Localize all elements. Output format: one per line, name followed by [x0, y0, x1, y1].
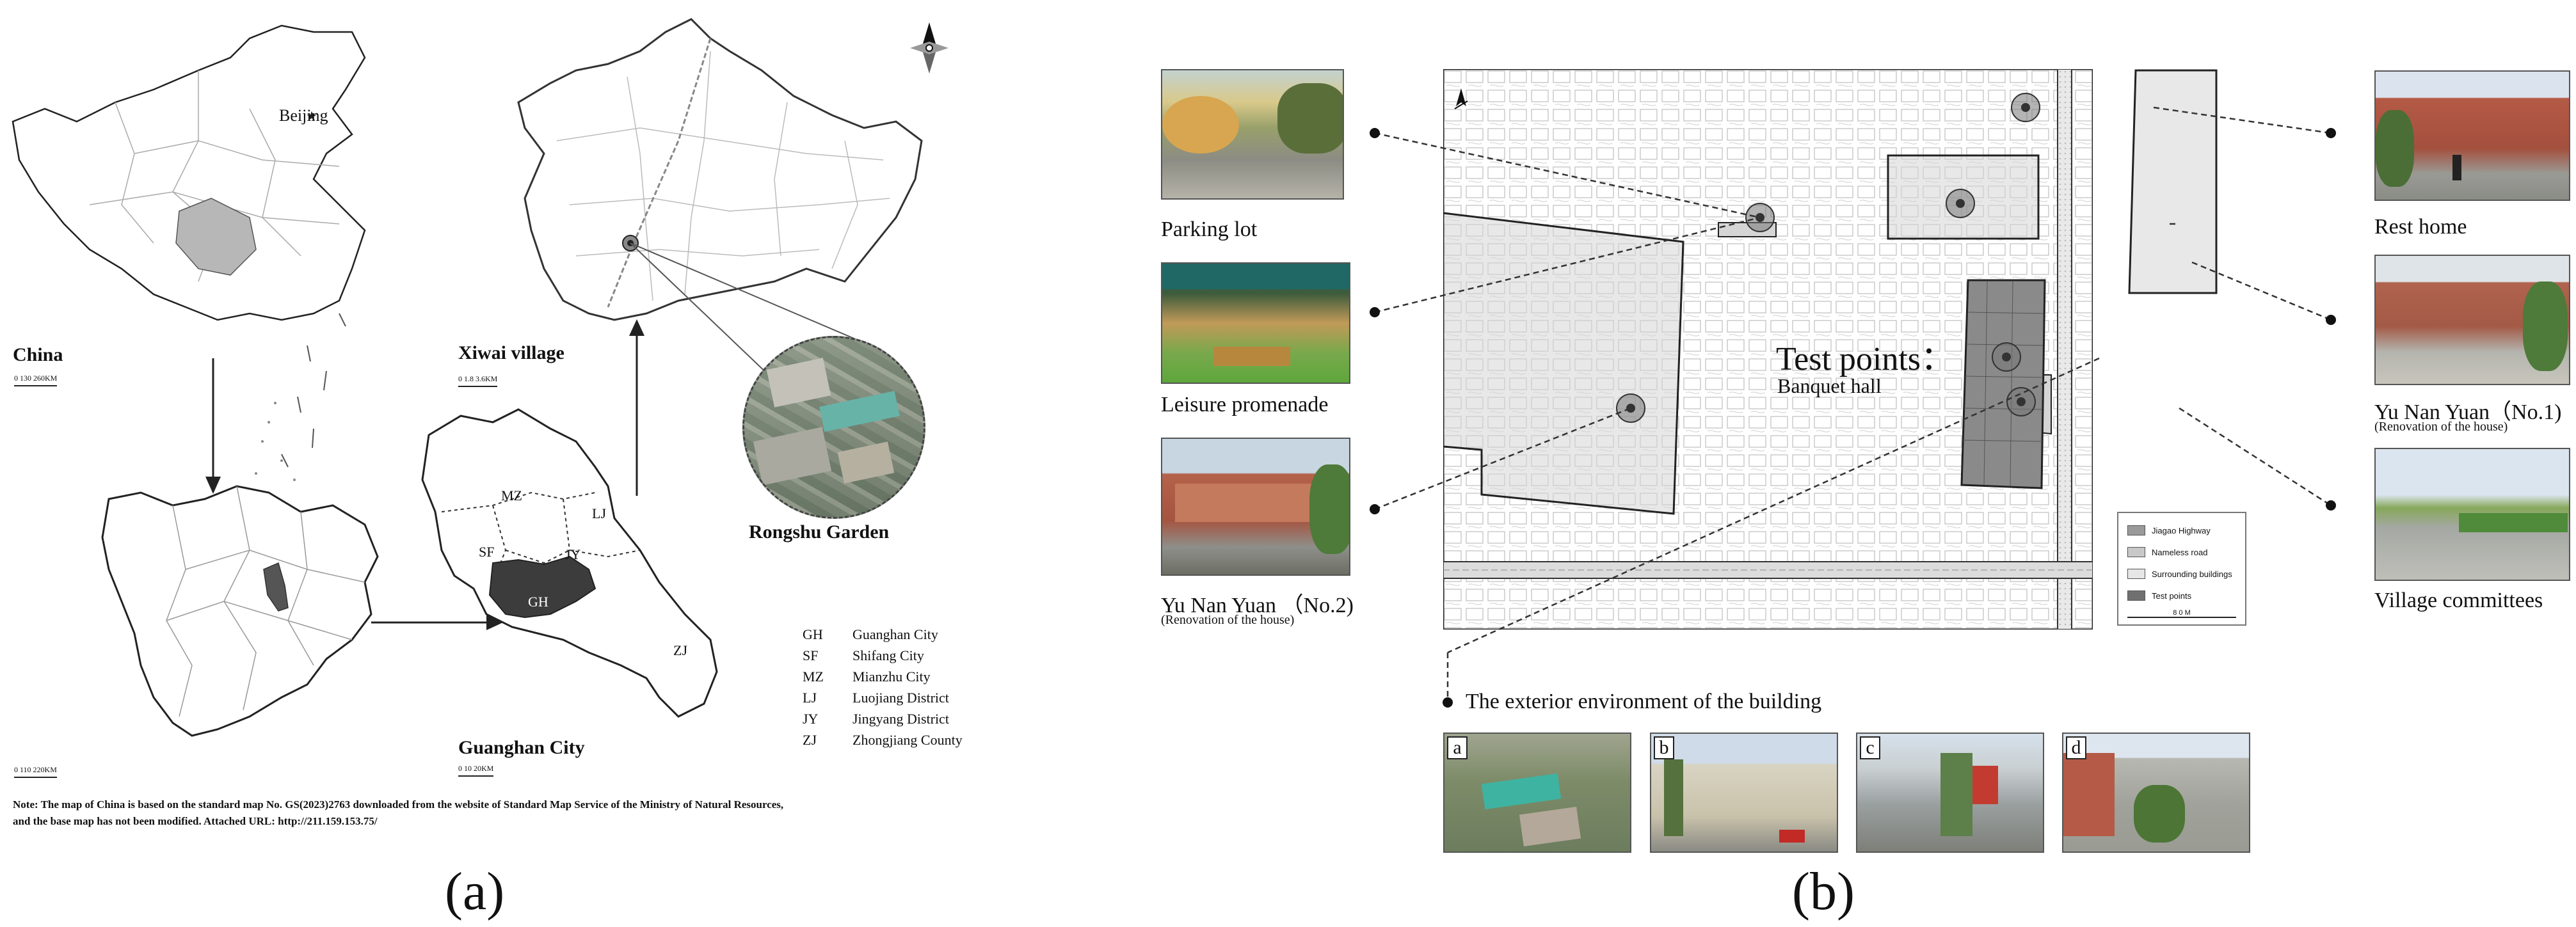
arrow-down-icon — [205, 358, 221, 494]
xiwai-scale: 0 1.8 3.6KM — [458, 374, 498, 387]
china-scale: 0 130 260KM — [14, 374, 58, 386]
rongshu-garden-label: Rongshu Garden — [749, 521, 890, 543]
site-legend-row: Nameless road — [2127, 541, 2236, 563]
site-legend-name: Nameless road — [2152, 547, 2208, 557]
xiwai-village-label: Xiwai village — [458, 342, 564, 363]
north-arrow-icon — [910, 22, 948, 74]
district-legend-name: Shifang City — [852, 647, 924, 663]
subcaption-yu-nan-yuan-no1: (Renovation of the house) — [2374, 420, 2508, 434]
site-legend-name: Test points — [2152, 590, 2192, 601]
district-legend-name: Zhongjiang County — [852, 732, 963, 748]
district-legend-name: Mianzhu City — [852, 669, 931, 685]
site-plan-map — [1443, 69, 2093, 630]
xiwai-village-map — [517, 18, 923, 321]
district-legend-code: MZ — [803, 669, 824, 685]
exterior-photo-b-letter: b — [1654, 736, 1674, 759]
china-label: China — [13, 344, 63, 365]
panel-b: Parking lot Leisure promenade Yu Nan Yua… — [1152, 0, 2576, 927]
guanghan-scale: 0 10 20KM — [458, 764, 494, 777]
photo-yu-nan-yuan-no2 — [1161, 438, 1350, 576]
district-legend-row: SF Shifang City — [803, 645, 963, 666]
exterior-photo-a-letter: a — [1447, 736, 1468, 759]
exterior-photo-d: d — [2062, 733, 2250, 853]
site-legend-swatch — [2127, 569, 2145, 579]
district-legend-row: ZJ Zhongjiang County — [803, 729, 963, 750]
site-legend-name: Surrounding buildings — [2152, 569, 2232, 579]
exterior-photo-a: a — [1443, 733, 1631, 853]
district-legend-row: MZ Mianzhu City — [803, 666, 963, 687]
district-legend-name: Jingyang District — [852, 711, 949, 727]
svg-text:★: ★ — [306, 109, 317, 123]
caption-village-committees: Village committees — [2374, 589, 2543, 612]
caption-yu-nan-yuan-no1: Yu Nan Yuan（No.1) — [2374, 400, 2562, 424]
sichuan-scale: 0 110 220KM — [14, 765, 57, 778]
guanghan-city-label: Guanghan City — [458, 737, 585, 758]
district-legend-row: JY Jingyang District — [803, 708, 963, 729]
map-source-note-line1: Note: The map of China is based on the s… — [13, 798, 784, 811]
district-legend-code: LJ — [803, 690, 817, 706]
site-legend-swatch — [2127, 547, 2145, 557]
caption-leisure-promenade: Leisure promenade — [1161, 393, 1329, 416]
guanghan-region-map — [421, 408, 718, 718]
mz-label: MZ — [501, 487, 522, 503]
exterior-photo-c-letter: c — [1860, 736, 1880, 759]
photo-village-committees — [2374, 448, 2570, 581]
banquet-hall-shape — [1960, 279, 2046, 489]
jy-label: JY — [565, 546, 581, 562]
arrow-up-icon — [629, 319, 644, 496]
exterior-photo-b: b — [1650, 733, 1838, 853]
exterior-environment-title: The exterior environment of the building — [1466, 690, 1822, 713]
district-legend-name: Guanghan City — [852, 626, 938, 642]
district-legend-code: JY — [803, 711, 819, 727]
scale-bar: 8 0 M — [2127, 609, 2236, 618]
site-legend-row: Surrounding buildings — [2127, 563, 2236, 585]
test-points-title: Test points： — [1776, 341, 1955, 377]
panel-a-label: (a) — [445, 862, 505, 921]
site-legend-swatch — [2127, 590, 2145, 601]
rongshu-aerial-photo — [742, 336, 925, 519]
subcaption-yu-nan-yuan-no2: (Renovation of the house) — [1161, 613, 1295, 627]
gh-label: GH — [528, 594, 548, 610]
district-legend-code: GH — [803, 626, 823, 642]
connector-lines — [1370, 106, 2336, 708]
panel-a: ★ Beijing China 0 130 260KM 0 110 220KM — [0, 0, 998, 927]
exterior-photo-d-letter: d — [2066, 736, 2086, 759]
test-points-subtitle: Banquet hall — [1777, 374, 1882, 397]
map-source-note-line2: and the base map has not been modified. … — [13, 815, 378, 827]
right-building-blocks — [2128, 69, 2218, 294]
beijing-label: Beijing — [279, 106, 328, 125]
caption-yu-nan-yuan-no2: Yu Nan Yuan （No.2) — [1161, 594, 1354, 617]
site-legend-name: Jiagao Highway — [2152, 525, 2211, 535]
zj-label: ZJ — [673, 642, 687, 658]
gh-district-shape — [488, 555, 596, 619]
china-map: ★ — [12, 24, 366, 481]
district-legend-row: LJ Luojiang District — [803, 687, 963, 708]
district-legend-row: GH Guanghan City — [803, 624, 963, 645]
panel-b-label: (b) — [1792, 862, 1855, 921]
photo-parking-lot — [1161, 69, 1344, 200]
photo-leisure-promenade — [1161, 262, 1350, 384]
exterior-photo-c: c — [1856, 733, 2044, 853]
site-legend-row: Test points — [2127, 585, 2236, 606]
sichuan-province-shape — [175, 198, 257, 276]
district-legend-code: SF — [803, 647, 819, 663]
site-legend-row: Jiagao Highway — [2127, 519, 2236, 541]
sf-label: SF — [479, 544, 495, 560]
guanghan-highlight — [263, 562, 289, 612]
caption-parking-lot: Parking lot — [1161, 218, 1258, 241]
photo-yu-nan-yuan-no1 — [2374, 255, 2570, 385]
lj-label: LJ — [592, 505, 606, 521]
district-legend-code: ZJ — [803, 732, 817, 748]
site-legend-swatch — [2127, 525, 2145, 535]
caption-rest-home: Rest home — [2374, 215, 2467, 239]
photo-rest-home — [2374, 70, 2570, 201]
sichuan-map — [101, 485, 379, 737]
district-legend-name: Luojiang District — [852, 690, 949, 706]
arrow-right-icon — [371, 615, 503, 630]
